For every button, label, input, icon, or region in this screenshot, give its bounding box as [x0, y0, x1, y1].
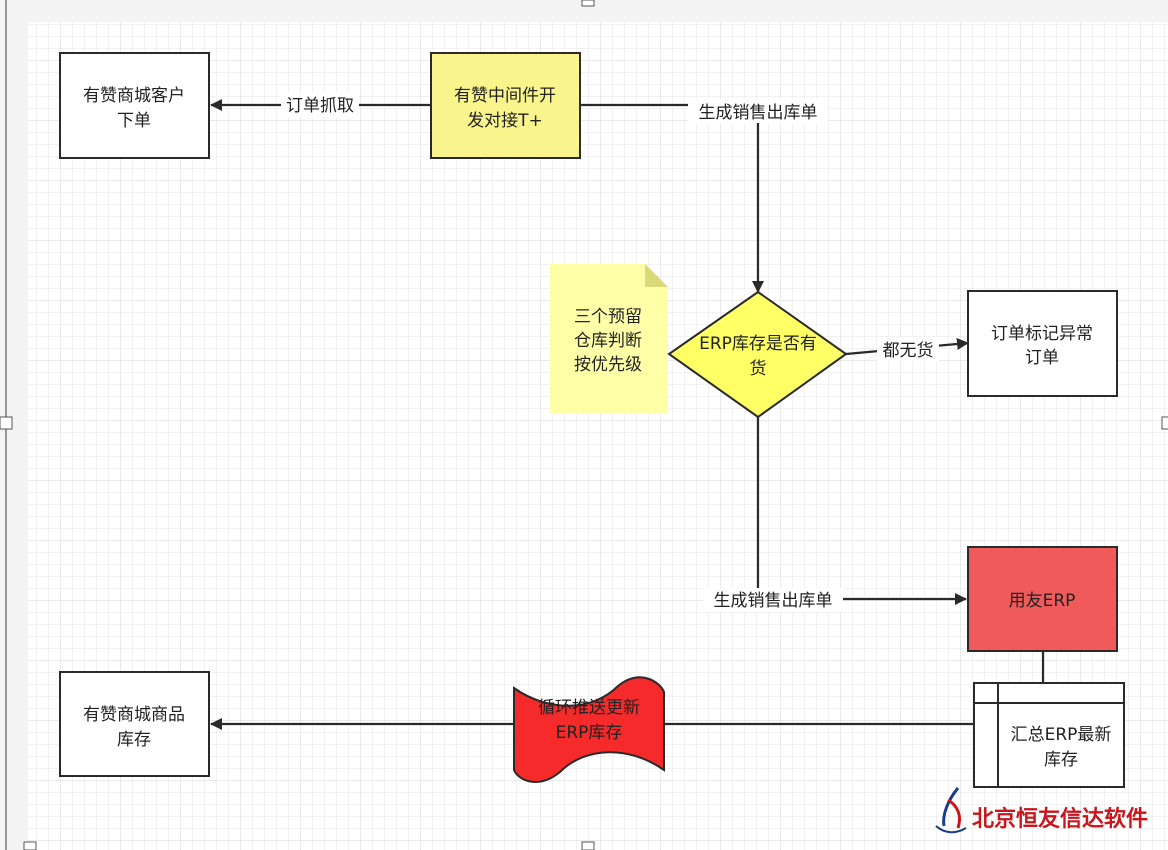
node-youzan-middleware[interactable]: 有赞中间件开 发对接T+ [430, 52, 581, 159]
node-mark-abnormal-order-box [967, 290, 1118, 397]
node-yonyou-erp[interactable]: 用友ERP [967, 546, 1118, 652]
node-summary-erp-stock[interactable]: 汇总ERP最新 库存 [973, 682, 1125, 788]
node-yonyou-erp-box [967, 546, 1118, 652]
note-warehouse-priority-line2: 仓库判断 [574, 331, 642, 351]
node-youzan-product-stock-box [59, 671, 210, 777]
node-youzan-customer-order-box [59, 52, 210, 159]
edge-label-bg-no-stock [877, 337, 939, 361]
resize-handle-top[interactable] [581, 0, 595, 7]
watermark-logo-icon [935, 787, 967, 834]
edge-label-generate-sales-out-1: 生成销售出库单 [699, 103, 818, 123]
edge-label-no-stock: 都无货 [883, 341, 934, 361]
node-youzan-product-stock-line1: 有赞商城商品 [83, 705, 185, 725]
node-youzan-customer-order[interactable]: 有赞商城客户 下单 [59, 52, 210, 159]
node-mark-abnormal-order-line1: 订单标记异常 [991, 324, 1093, 344]
node-loop-push-update[interactable]: 循环推送更新 ERP库存 [513, 676, 665, 783]
resize-handle-right[interactable] [1161, 416, 1168, 430]
node-youzan-product-stock-line2: 库存 [117, 730, 151, 750]
edge-label-order-fetch: 订单抓取 [286, 96, 354, 116]
note-fold-corner [645, 264, 668, 287]
node-yonyou-erp-label: 用友ERP [1009, 591, 1076, 611]
watermark: 北京恒友信达软件 [935, 787, 1148, 834]
node-summary-erp-stock-line2: 库存 [1044, 750, 1078, 770]
node-loop-push-update-line2: ERP库存 [556, 723, 623, 743]
note-warehouse-priority-line1: 三个预留 [574, 307, 642, 327]
node-loop-push-update-shape [513, 676, 665, 783]
note-warehouse-priority-shape [550, 264, 668, 413]
node-erp-stock-decision-line1: ERP库存是否有 [699, 334, 817, 354]
node-youzan-product-stock[interactable]: 有赞商城商品 库存 [59, 671, 210, 777]
note-warehouse-priority-line3: 按优先级 [574, 355, 642, 375]
resize-handle-bottom-left[interactable] [23, 841, 37, 850]
node-youzan-middleware-line2: 发对接T+ [467, 111, 543, 131]
node-loop-push-update-line1: 循环推送更新 [538, 698, 640, 718]
edge-label-generate-sales-out-2: 生成销售出库单 [714, 591, 833, 611]
node-erp-stock-decision-shape [667, 290, 848, 419]
node-summary-erp-stock-line1: 汇总ERP最新 [1011, 725, 1112, 745]
edge-label-bg-gen-2 [703, 588, 843, 612]
node-youzan-customer-order-line2: 下单 [117, 111, 151, 131]
note-warehouse-priority[interactable]: 三个预留 仓库判断 按优先级 [550, 264, 668, 413]
node-mark-abnormal-order[interactable]: 订单标记异常 订单 [967, 290, 1118, 397]
resize-handle-bottom[interactable] [581, 841, 595, 850]
node-erp-stock-decision-line2: 货 [750, 359, 767, 379]
edge-label-bg-gen-1 [688, 99, 828, 123]
node-youzan-middleware-line1: 有赞中间件开 [454, 86, 556, 106]
node-erp-stock-decision[interactable]: ERP库存是否有 货 [667, 290, 848, 419]
node-mark-abnormal-order-line2: 订单 [1025, 348, 1059, 368]
node-youzan-customer-order-line1: 有赞商城客户 [83, 86, 185, 106]
watermark-text: 北京恒友信达软件 [972, 806, 1148, 832]
resize-handle-left[interactable] [0, 416, 13, 430]
node-youzan-middleware-box [430, 52, 581, 159]
edge-label-bg-order-fetch [281, 93, 359, 117]
